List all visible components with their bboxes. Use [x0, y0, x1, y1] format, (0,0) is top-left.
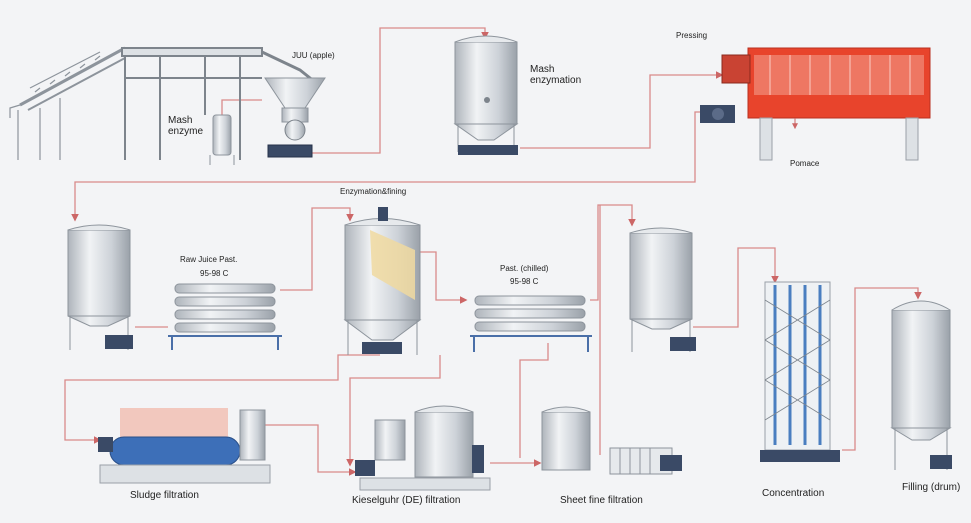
label-juice-apple: JUU (apple): [292, 50, 335, 61]
label-pomace: Pomace: [790, 158, 819, 169]
raw-juice-pasteurizer: [168, 284, 282, 350]
label-mash-enzymation: Mash enzymation: [530, 64, 581, 86]
raw-juice-tank: [68, 225, 133, 350]
evaporator: [760, 282, 840, 462]
label-sheet-fine-filtration: Sheet fine filtration: [560, 495, 643, 506]
hopper: [265, 78, 325, 157]
label-concentration: Concentration: [762, 488, 824, 499]
label-mash-enzyme: Mash enzyme: [168, 115, 212, 137]
mash-enzyme-dosing: [210, 115, 234, 165]
label-sludge-filtration: Sludge filtration: [130, 490, 199, 501]
buffer-tank: [630, 228, 696, 352]
chilled-pasteurizer: [470, 296, 592, 352]
label-raw-juice-past: Raw Juice Past.: [180, 254, 237, 265]
sheet-filter: [542, 407, 682, 474]
enzymation-fining-tank: [345, 207, 420, 355]
belt-press: [722, 48, 930, 160]
label-past-chilled-temp: 95-98 C: [510, 276, 538, 287]
kieselguhr-filter: [355, 406, 490, 490]
conveyor: [10, 48, 125, 160]
label-enzymation-fining: Enzymation&fining: [340, 186, 406, 197]
label-filling: Filling (drum): [902, 482, 960, 493]
press-pump: [700, 105, 735, 123]
label-kieselguhr-filtration: Kieselguhr (DE) filtration: [352, 495, 460, 506]
label-past-chilled: Past. (chilled): [500, 263, 548, 274]
label-pressing: Pressing: [676, 30, 707, 41]
filling-tank: [892, 301, 952, 470]
label-raw-juice-temp: 95-98 C: [200, 268, 228, 279]
mash-enzymation-tank: [455, 36, 518, 155]
sludge-filter: [98, 408, 270, 483]
